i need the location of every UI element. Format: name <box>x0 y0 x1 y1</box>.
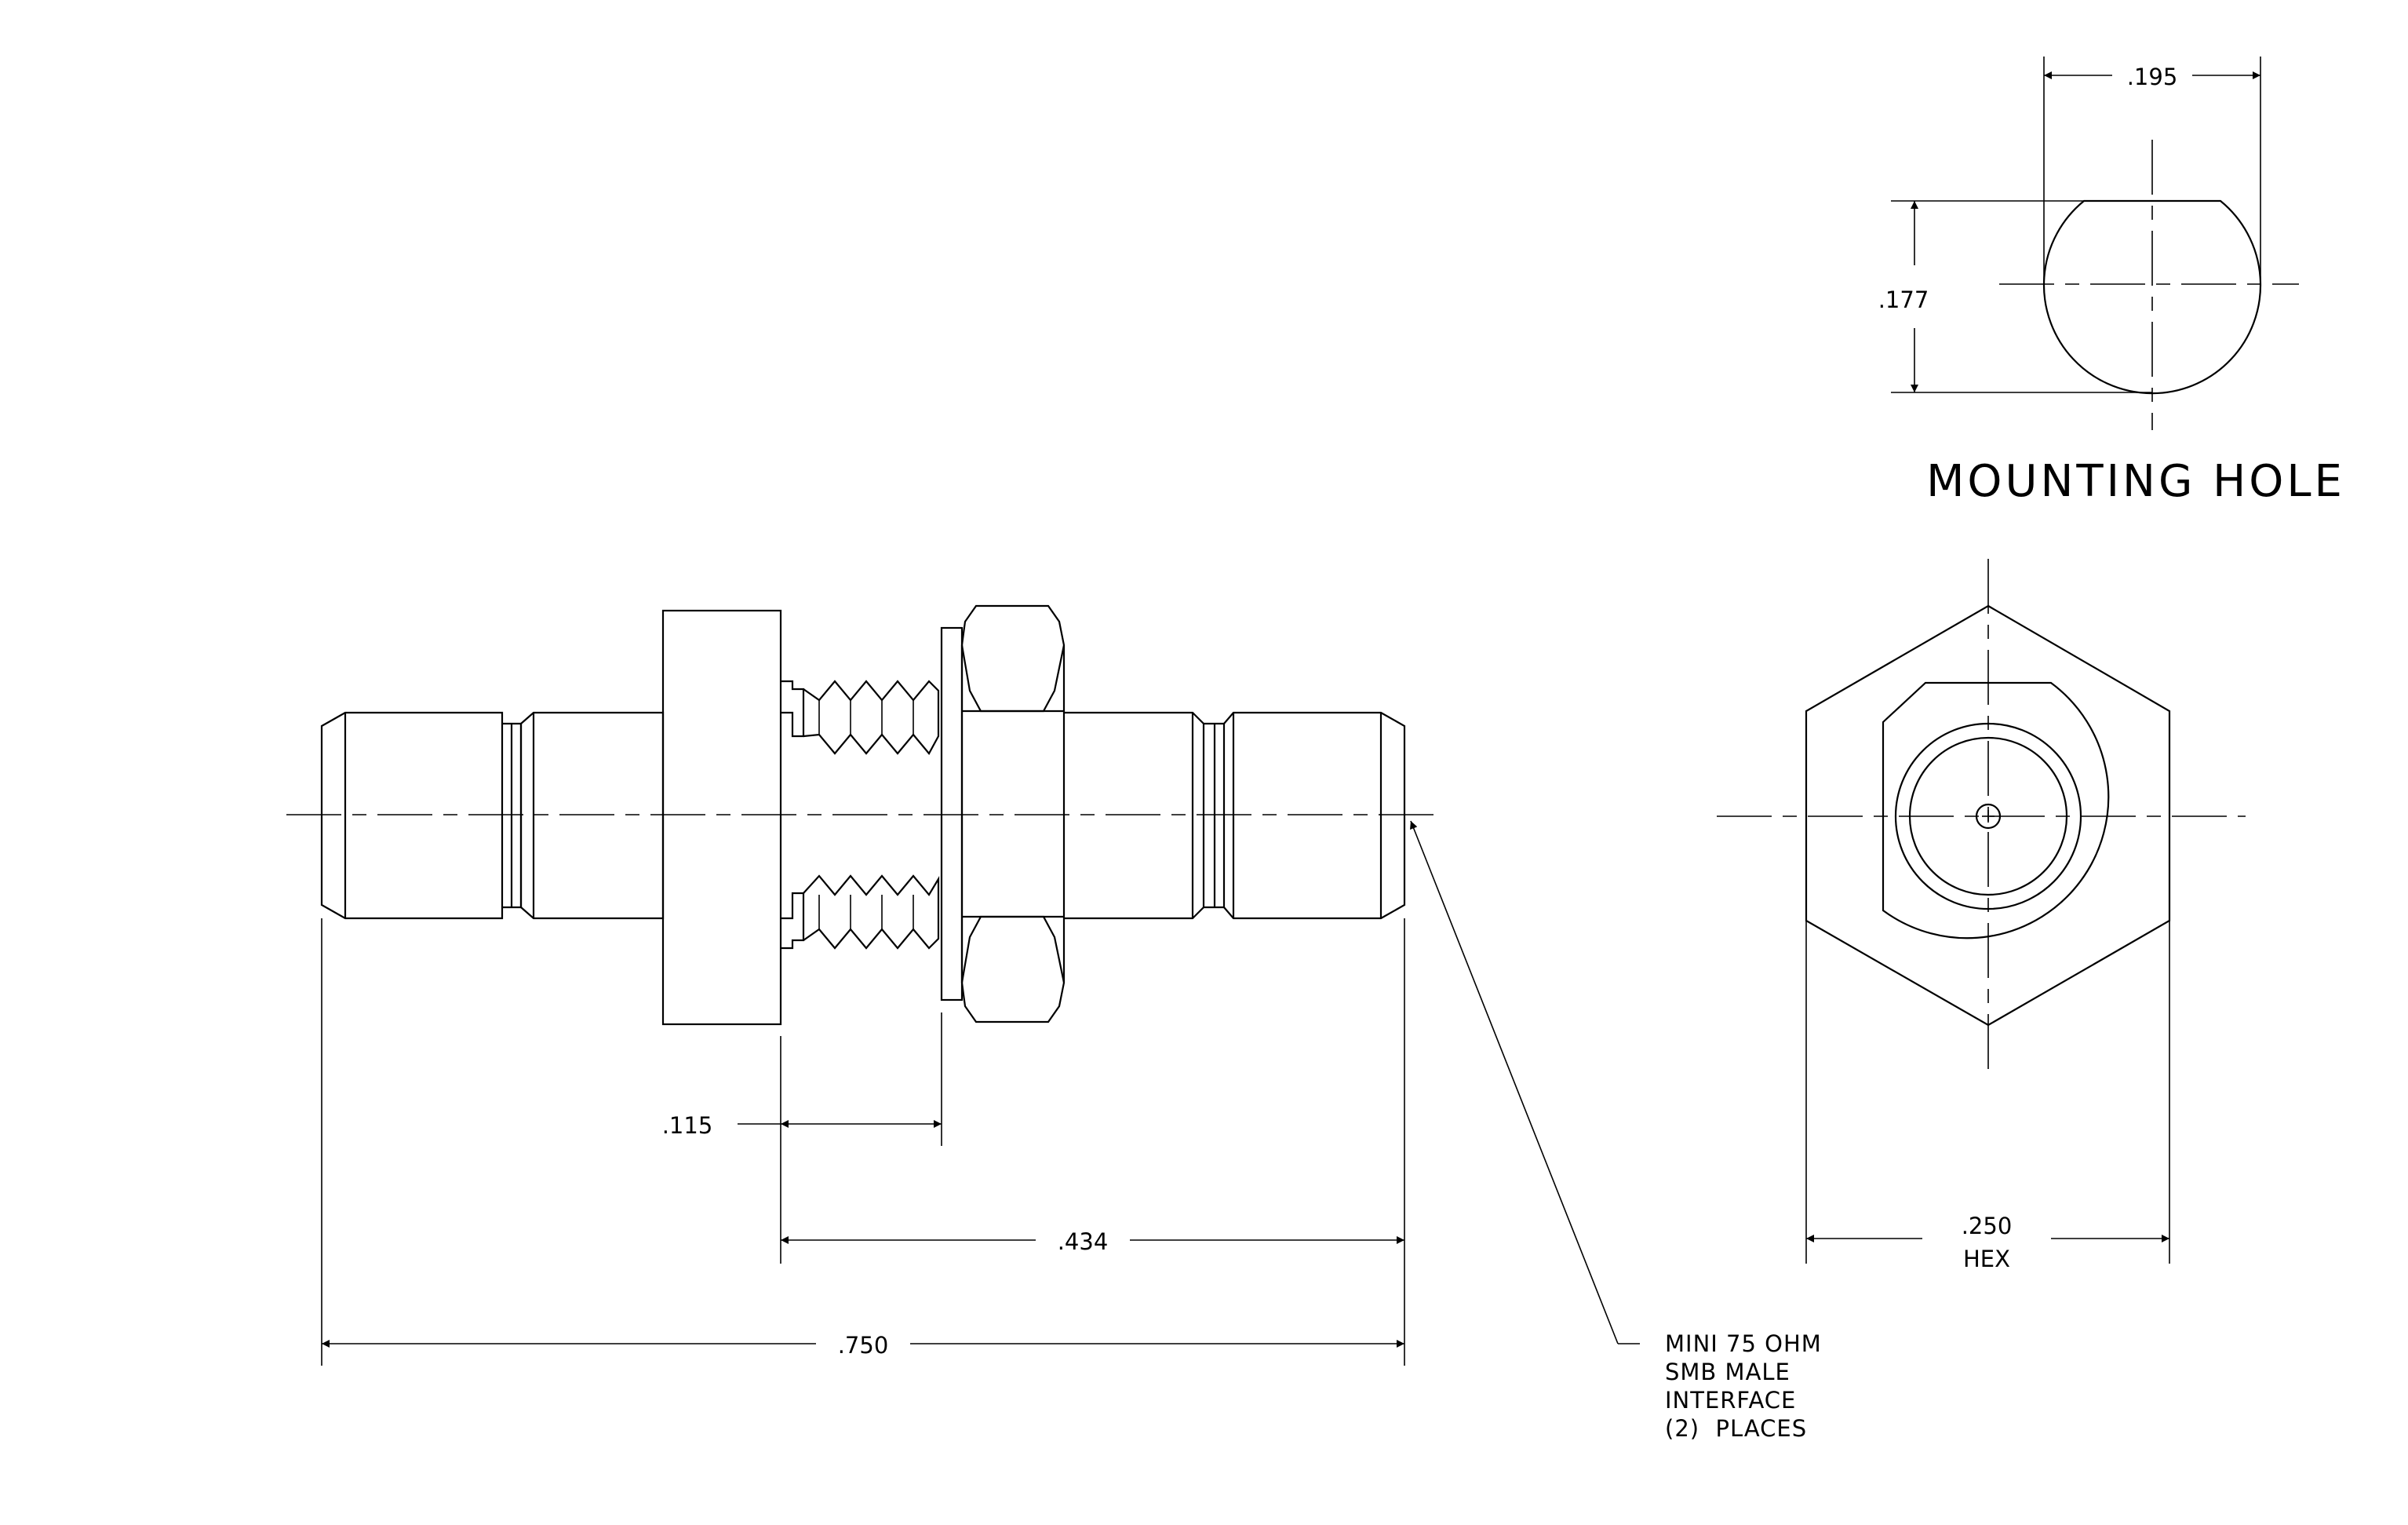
interface-note: MINI 75 OHM SMB MALE INTERFACE (2) PLACE… <box>1665 1330 1822 1442</box>
thread-top <box>781 680 805 738</box>
dim-overall-length: .750 <box>838 1332 889 1359</box>
note-leader <box>1410 820 1619 1344</box>
connector-end-view: .250 HEX <box>1717 559 2246 1272</box>
thread-bottom <box>781 892 805 950</box>
mounting-hole-title: MOUNTING HOLE <box>1926 456 2345 507</box>
mounting-hole-height-dim: .177 <box>1878 286 1929 313</box>
lock-washer <box>940 626 964 1001</box>
hex-nut <box>960 604 1066 1023</box>
connector-side-view: .115 .434 .750 <box>286 604 1640 1366</box>
note-line-1: MINI 75 OHM <box>1665 1330 1822 1357</box>
hex-nut-face-bottom <box>960 915 1066 983</box>
end-view-boss <box>1882 681 2110 939</box>
mounting-hole-view: .195 .177 MOUNTING HOLE <box>1878 57 2345 507</box>
thread-top-teeth <box>803 680 940 755</box>
flange <box>661 609 782 1026</box>
left-smb-interface <box>320 711 504 920</box>
dim-flange-gap: .115 <box>662 1112 713 1139</box>
thread-bottom-teeth <box>803 874 940 950</box>
note-line-4: (2) PLACES <box>1665 1415 1807 1442</box>
note-line-3: INTERFACE <box>1665 1387 1796 1414</box>
right-groove <box>1204 722 1226 909</box>
left-groove <box>502 722 523 909</box>
right-smb-interface <box>1223 711 1406 920</box>
hex-label: HEX <box>1963 1246 2010 1272</box>
right-body <box>1064 711 1205 920</box>
hex-nut-face-top <box>960 644 1066 713</box>
note-line-2: SMB MALE <box>1665 1359 1791 1385</box>
dim-face-to-end: .434 <box>1058 1228 1109 1255</box>
mounting-hole-width-dim: .195 <box>2127 64 2178 90</box>
left-body <box>520 711 665 920</box>
hex-dim: .250 <box>1962 1213 2013 1239</box>
